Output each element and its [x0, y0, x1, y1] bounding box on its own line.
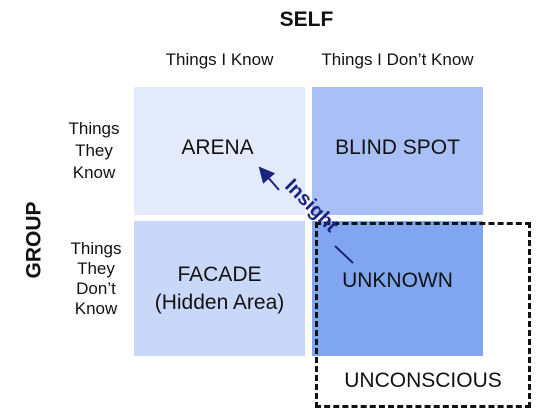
insight-arrow-tail	[334, 245, 354, 264]
quadrant-arena-label: ARENA	[181, 136, 254, 159]
quadrant-unknown-label: UNKNOWN	[342, 268, 453, 292]
insight-label: Insight	[280, 175, 342, 237]
row-header-things-they-dont-know: Things They Don’t Know	[58, 239, 134, 319]
insight-arrow-head	[258, 166, 280, 191]
unconscious-dashed-box	[315, 222, 531, 408]
row-header-line: Things	[70, 239, 122, 258]
column-header-things-i-dont-know: Things I Don’t Know	[321, 50, 474, 69]
quadrant-blind-spot: BLIND SPOT	[312, 87, 483, 215]
row-header-line: Know	[74, 299, 118, 318]
quadrant-arena: ARENA	[134, 87, 305, 215]
unconscious-label: UNCONSCIOUS	[344, 369, 502, 392]
quadrant-facade-title: FACADE	[177, 262, 262, 286]
quadrant-blind-spot-label: BLIND SPOT	[335, 136, 460, 159]
row-header-line: Know	[72, 163, 116, 182]
quadrant-unknown: UNKNOWN	[312, 221, 483, 356]
row-header-line: Things	[68, 119, 120, 138]
row-header-line: They	[77, 259, 115, 278]
quadrant-facade: FACADE (Hidden Area)	[134, 221, 305, 356]
row-header-line: They	[75, 141, 113, 160]
quadrant-facade-label: FACADE (Hidden Area)	[155, 261, 285, 317]
self-title: SELF	[279, 8, 334, 31]
column-header-things-i-know: Things I Know	[165, 50, 274, 69]
row-header-line: Don’t	[76, 279, 116, 298]
quadrant-facade-subtitle: (Hidden Area)	[154, 290, 285, 314]
row-header-things-they-know: Things They Know	[56, 118, 132, 184]
